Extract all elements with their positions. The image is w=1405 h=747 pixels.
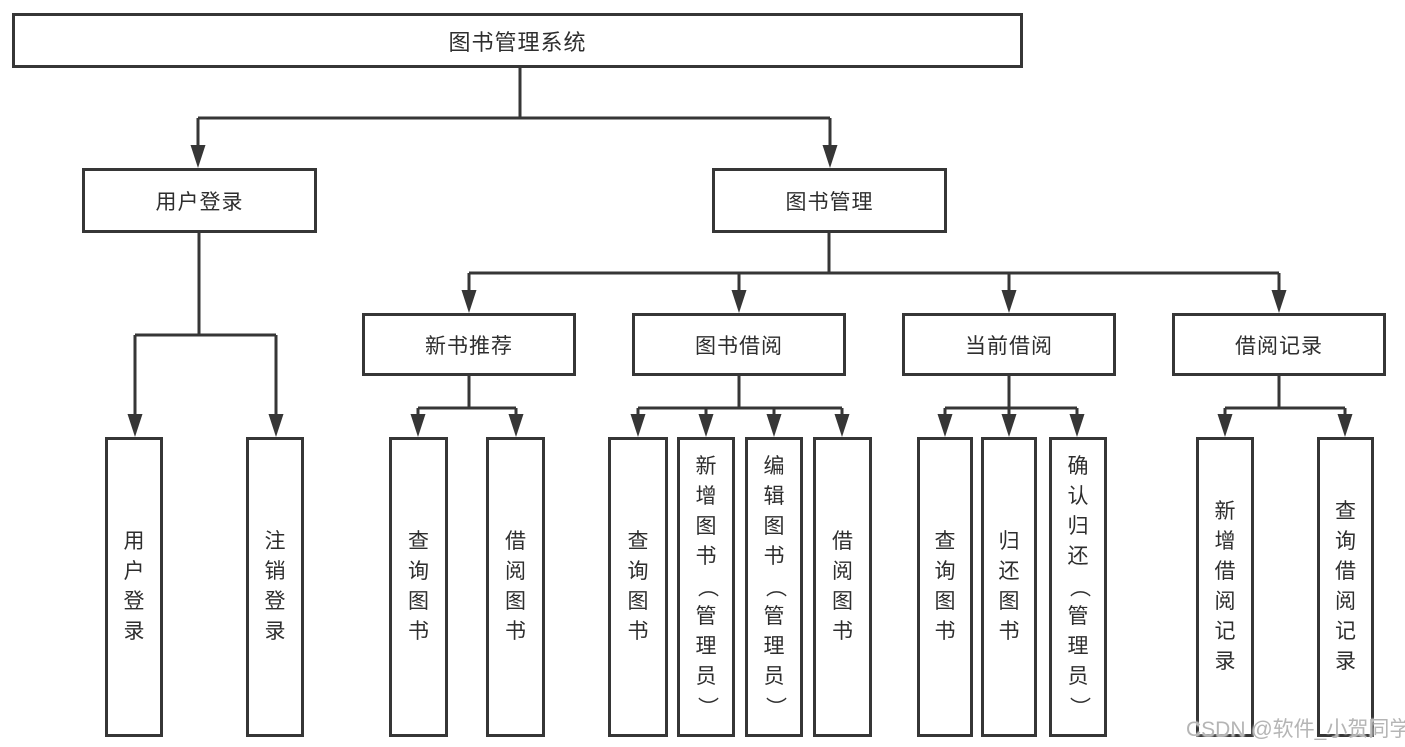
node-borrowing-records: 借阅记录 bbox=[1172, 313, 1386, 376]
node-label: 图书管理系统 bbox=[448, 29, 587, 55]
node-label: 新书推荐 bbox=[425, 334, 513, 358]
leaf-label: 新增借阅记录 bbox=[1214, 500, 1236, 673]
node-new-book-recommendation: 新书推荐 bbox=[362, 313, 576, 376]
leaf-label: 用户登录 bbox=[123, 530, 145, 643]
leaf-borrow-books-recommend: 借阅图书 bbox=[486, 437, 545, 737]
leaf-label: 查询图书 bbox=[627, 530, 649, 643]
leaf-label: 借阅图书 bbox=[505, 530, 526, 643]
node-label: 图书管理 bbox=[785, 190, 874, 214]
leaf-label: 编辑图书（管理员） bbox=[763, 455, 786, 718]
leaf-label: 归还图书 bbox=[998, 530, 1020, 643]
node-library-management-system: 图书管理系统 bbox=[12, 13, 1023, 68]
leaf-query-books-borrowing: 查询图书 bbox=[608, 437, 668, 737]
leaf-add-borrow-record: 新增借阅记录 bbox=[1196, 437, 1254, 737]
leaf-return-books: 归还图书 bbox=[981, 437, 1037, 737]
leaf-query-borrow-record: 查询借阅记录 bbox=[1317, 437, 1374, 737]
leaf-borrow-books-borrowing: 借阅图书 bbox=[813, 437, 872, 737]
node-label: 图书借阅 bbox=[695, 334, 783, 358]
leaf-label: 借阅图书 bbox=[832, 530, 853, 643]
leaf-label: 确认归还（管理员） bbox=[1067, 455, 1090, 718]
leaf-query-books-current: 查询图书 bbox=[917, 437, 973, 737]
node-current-borrowing: 当前借阅 bbox=[902, 313, 1116, 376]
node-label: 借阅记录 bbox=[1235, 334, 1323, 358]
watermark: CSDN @软件_小贺同学 bbox=[1186, 718, 1405, 741]
arrowheads bbox=[127, 145, 1353, 437]
node-label: 当前借阅 bbox=[965, 334, 1053, 358]
node-book-management: 图书管理 bbox=[712, 168, 947, 233]
leaf-label: 查询图书 bbox=[408, 530, 429, 643]
leaf-label: 注销登录 bbox=[264, 530, 286, 643]
leaf-add-book-admin: 新增图书（管理员） bbox=[677, 437, 735, 737]
leaf-label: 查询图书 bbox=[934, 530, 956, 643]
node-user-login: 用户登录 bbox=[82, 168, 317, 233]
leaf-query-books-recommend: 查询图书 bbox=[389, 437, 448, 737]
leaf-confirm-return-admin: 确认归还（管理员） bbox=[1049, 437, 1107, 737]
leaf-label: 查询借阅记录 bbox=[1335, 500, 1356, 673]
leaf-logout-login: 注销登录 bbox=[246, 437, 304, 737]
leaf-user-login: 用户登录 bbox=[105, 437, 163, 737]
leaf-edit-book-admin: 编辑图书（管理员） bbox=[745, 437, 803, 737]
node-label: 用户登录 bbox=[155, 190, 244, 214]
node-book-borrowing: 图书借阅 bbox=[632, 313, 846, 376]
leaf-label: 新增图书（管理员） bbox=[695, 455, 718, 718]
